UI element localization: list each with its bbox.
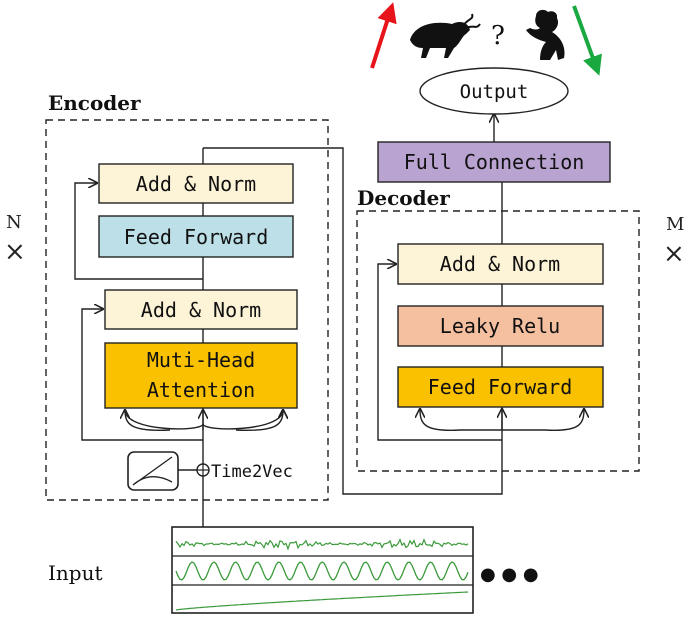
encoder-residual-2: [74, 183, 203, 280]
full-connection-box: [377, 141, 611, 183]
encoder-repeat-symbol: ×: [4, 237, 26, 267]
encoder-attention-fanin-right: [235, 410, 283, 432]
decoder-repeat-symbol: ×: [663, 239, 685, 269]
encoder-feed-forward-label: Feed Forward: [124, 225, 269, 249]
bull-icon: [410, 13, 481, 58]
input-signal-periodic: [175, 561, 469, 581]
decoder-feed-forward-label: Feed Forward: [428, 375, 573, 399]
decoder-feed-forward-box: [397, 366, 604, 408]
output-label: Output: [460, 81, 529, 103]
encoder-repeat-label: N: [6, 212, 22, 233]
trend-down-arrow: [572, 5, 602, 76]
encoder-add-norm-bottom-box: [104, 289, 298, 330]
question-mark: ?: [491, 21, 505, 51]
encoder-residual-1: [81, 309, 203, 441]
output-node: [419, 67, 569, 115]
encoder-attention-label-line2: Attention: [147, 378, 255, 402]
decoder-residual: [377, 264, 502, 441]
encoder-title: Encoder: [48, 91, 141, 115]
decoder-leaky-relu-label: Leaky Relu: [440, 314, 560, 338]
encoder-frame: [45, 119, 329, 501]
encoder-attention-fanin-left: [125, 410, 171, 431]
time2vec-icon-curve: [132, 456, 173, 486]
decoder-frame: [356, 210, 640, 472]
input-signal-noise: [175, 538, 469, 551]
encoder-to-decoder-link: [203, 147, 503, 495]
encoder-attention-box: [104, 342, 298, 409]
decoder-repeat-label: M: [666, 214, 684, 235]
bear-icon: [526, 9, 565, 60]
decoder-add-norm-label: Add & Norm: [440, 252, 560, 276]
decoder-leaky-relu-box: [397, 305, 604, 347]
decoder-add-norm-box: [397, 243, 604, 285]
decoder-title: Decoder: [357, 186, 450, 210]
input-signal-trend: [175, 591, 469, 611]
decoder-fanin-left: [420, 409, 461, 431]
encoder-feed-forward-box: [98, 215, 294, 258]
encoder-add-norm-top-box: [98, 163, 294, 204]
full-connection-label: Full Connection: [404, 150, 585, 174]
trend-up-arrow: [370, 2, 397, 69]
encoder-add-norm-bottom-label: Add & Norm: [141, 298, 261, 322]
encoder-add-norm-top-label: Add & Norm: [136, 172, 256, 196]
encoder-attention-fanin: [124, 410, 283, 430]
encoder-attention-label-line1: Muti-Head: [147, 348, 255, 372]
input-label: Input: [48, 561, 103, 585]
time2vec-label: Time2Vec: [211, 462, 293, 482]
decoder-fanin-right: [544, 409, 584, 431]
input-ellipsis: ● ● ●: [480, 564, 539, 585]
